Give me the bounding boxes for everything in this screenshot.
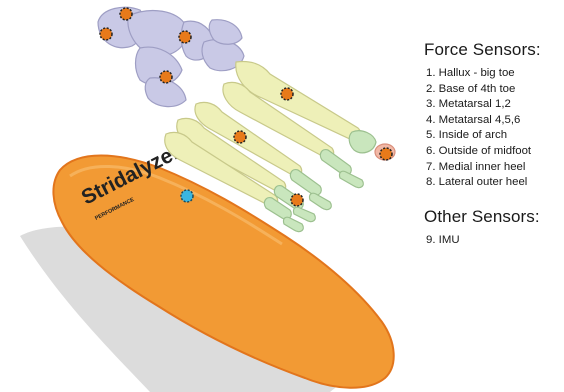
phalanx-toe-3a — [290, 170, 321, 196]
force-sensor-list: 1. Hallux - big toe 2. Base of 4th toe 3… — [424, 66, 564, 191]
legend-item-6: 6. Outside of midfoot — [426, 144, 564, 160]
legend-item-9: 9. IMU — [426, 233, 564, 249]
phalanx-toe-5b — [283, 217, 303, 231]
legend-item-3: 3. Metatarsal 1,2 — [426, 97, 564, 113]
phalanx-toe-2a — [320, 150, 351, 176]
force-sensor-inside-arch — [281, 88, 293, 100]
force-sensor-lateral-heel — [291, 194, 303, 206]
force-sensor-medial-heel — [380, 148, 392, 160]
force-sensor-hallux — [120, 8, 132, 20]
legend-item-5: 5. Inside of arch — [426, 128, 564, 144]
force-sensor-outside-midfoot — [234, 131, 246, 143]
legend-item-2: 2. Base of 4th toe — [426, 82, 564, 98]
foot-insole-illustration: Stridalyzer PERFORMANCE — [0, 0, 420, 392]
force-sensor-metatarsal-4-5-6 — [160, 71, 172, 83]
force-sensor-base-4th-toe — [100, 28, 112, 40]
legend-item-4: 4. Metatarsal 4,5,6 — [426, 113, 564, 129]
other-sensors-title: Other Sensors: — [424, 207, 564, 227]
phalanx-big-toe — [349, 131, 376, 153]
tarsal-bones — [98, 7, 244, 106]
force-sensor-metatarsal-1-2 — [179, 31, 191, 43]
sensor-legend: Force Sensors: 1. Hallux - big toe 2. Ba… — [424, 40, 564, 248]
cuneiform-bone-2 — [209, 20, 242, 45]
legend-item-7: 7. Medial inner heel — [426, 160, 564, 176]
phalanx-toe-2b — [339, 171, 363, 187]
force-sensors-title: Force Sensors: — [424, 40, 564, 60]
other-sensor-list: 9. IMU — [424, 233, 564, 249]
imu-sensor — [181, 190, 193, 202]
legend-item-1: 1. Hallux - big toe — [426, 66, 564, 82]
phalanx-toe-4b — [293, 207, 315, 221]
phalanx-toe-3b — [309, 193, 331, 209]
legend-item-8: 8. Lateral outer heel — [426, 175, 564, 191]
